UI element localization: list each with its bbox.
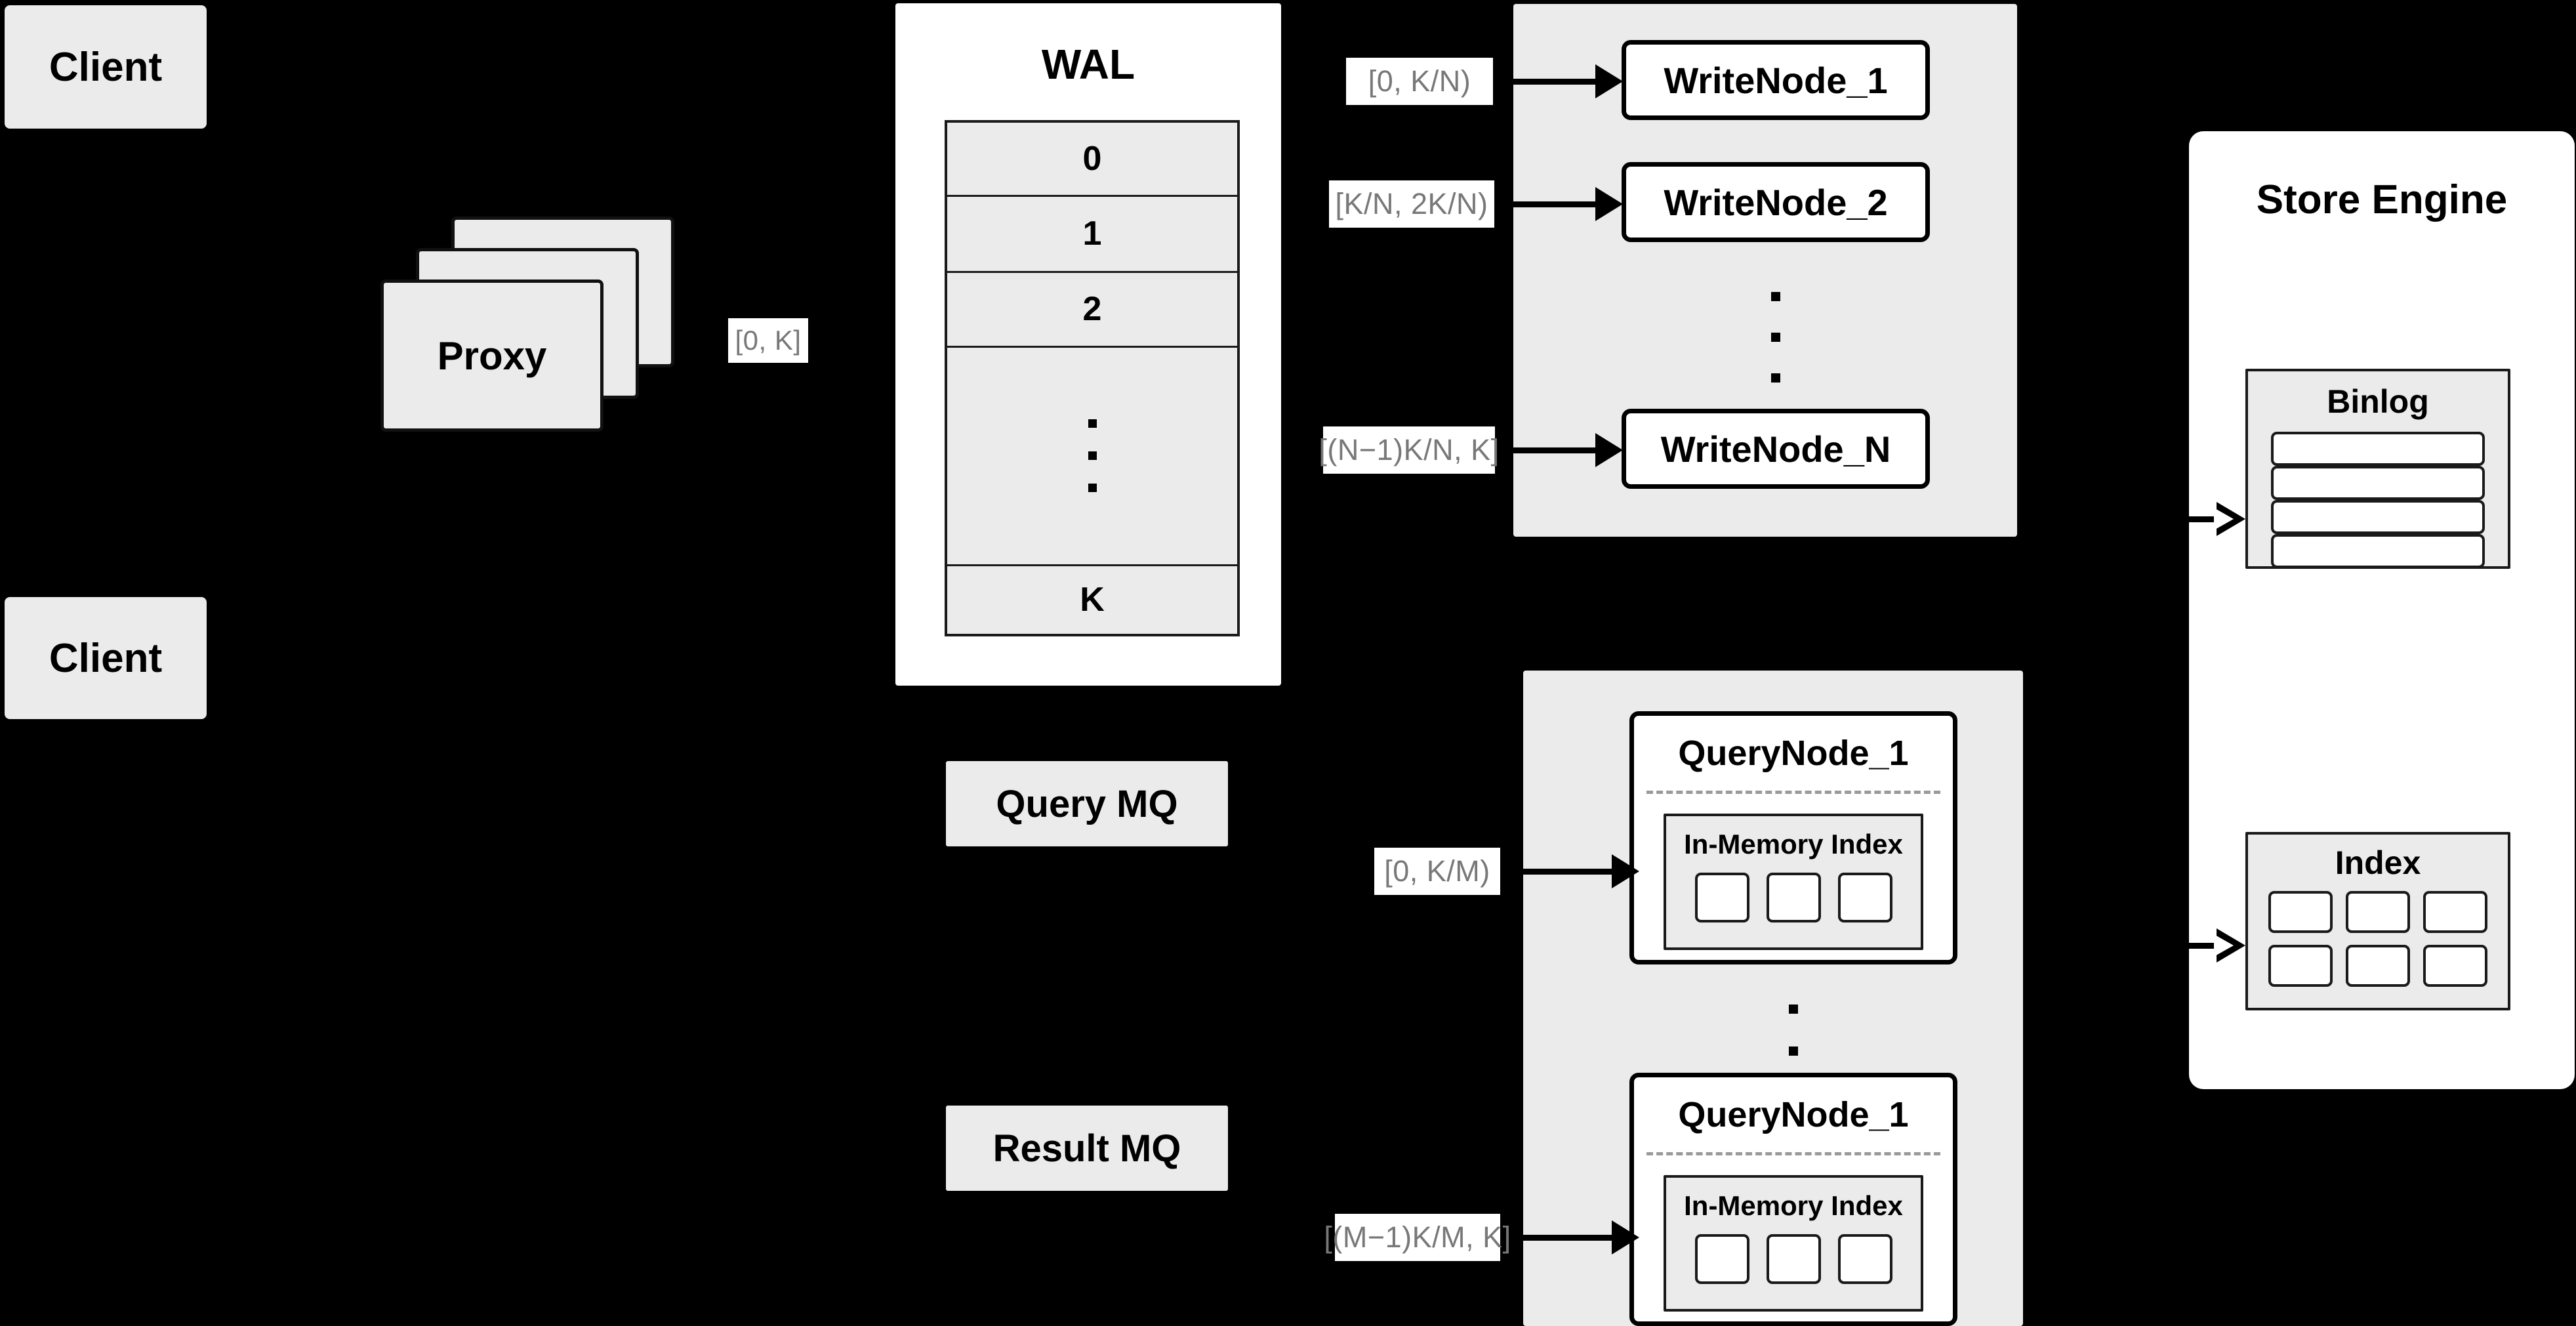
query-node-1-divider <box>1646 791 1940 794</box>
arrow-wal-to-writenode-1 <box>1513 64 1625 98</box>
binlog-panel: Binlog <box>2245 369 2510 569</box>
arrow-wal-to-writenode-n <box>1513 433 1625 467</box>
arrow-wal-to-writenode-2 <box>1513 187 1625 221</box>
arrow-into-binlog <box>2150 502 2248 536</box>
binlog-segment <box>2271 432 2485 466</box>
edge-label-proxy-to-wal-text: [0, K] <box>735 325 802 356</box>
edge-label-wal-to-writenode-1-text: [0, K/N) <box>1368 64 1471 98</box>
edge-label-wal-to-writenode-n: [(N−1)K/N, K] <box>1319 426 1499 474</box>
wal-row-1-label: 1 <box>1082 215 1102 253</box>
wal-row-k: K <box>947 566 1237 634</box>
store-engine-panel: Store Engine Binlog Index <box>2189 131 2575 1089</box>
index-slot <box>2423 945 2487 987</box>
binlog-segment <box>2271 466 2485 500</box>
store-engine-title: Store Engine <box>2189 172 2575 227</box>
query-node-m-divider <box>1646 1152 1940 1155</box>
edge-label-mq-to-querynode-m: [(M−1)K/M, K] <box>1324 1214 1511 1261</box>
proxy-stack[interactable]: Proxy <box>380 217 682 433</box>
proxy-label: Proxy <box>437 333 547 378</box>
query-node-m-index-label: In-Memory Index <box>1666 1178 1921 1234</box>
query-node-1-index-slot <box>1766 873 1821 922</box>
proxy-card-front[interactable]: Proxy <box>380 280 603 432</box>
client-node-1-label: Client <box>49 44 163 90</box>
query-node-m-index-slot <box>1766 1234 1821 1284</box>
wal-row-2-label: 2 <box>1082 290 1102 329</box>
query-node-m-title: QueryNode_1 <box>1634 1077 1953 1152</box>
arrow-mq-to-querynode-1 <box>1523 854 1641 888</box>
query-node-m-index-slot <box>1694 1234 1749 1284</box>
index-label-text: Index <box>2335 844 2421 881</box>
wal-row-2: 2 <box>947 273 1237 348</box>
index-slot <box>2346 945 2410 987</box>
arrow-into-index <box>2150 928 2248 963</box>
wal-row-0: 0 <box>947 123 1237 197</box>
write-node-2[interactable]: WriteNode_2 <box>1622 162 1930 242</box>
edge-label-wal-to-writenode-2-text: [K/N, 2K/N) <box>1335 187 1488 220</box>
store-engine-title-text: Store Engine <box>2256 176 2508 222</box>
query-node-1-in-memory-index: In-Memory Index <box>1664 814 1923 950</box>
edge-label-wal-to-writenode-1: [0, K/N) <box>1346 58 1493 105</box>
result-mq-node[interactable]: Result MQ <box>946 1106 1228 1191</box>
write-node-vertical-ellipsis-icon <box>1730 273 1822 401</box>
binlog-label: Binlog <box>2248 371 2508 432</box>
query-node-1-title: QueryNode_1 <box>1634 716 1953 791</box>
index-panel: Index <box>2245 832 2510 1010</box>
query-node-1-title-text: QueryNode_1 <box>1678 734 1909 773</box>
edge-label-mq-to-querynode-1: [0, K/M) <box>1374 848 1500 895</box>
wal-title-text: WAL <box>1041 41 1135 88</box>
query-node-1-index-label-text: In-Memory Index <box>1684 829 1903 860</box>
query-node-m[interactable]: QueryNode_1 In-Memory Index <box>1629 1073 1957 1326</box>
query-node-m-title-text: QueryNode_1 <box>1678 1095 1909 1134</box>
query-node-1-index-label: In-Memory Index <box>1666 816 1921 873</box>
index-slot <box>2268 945 2333 987</box>
wal-row-0-label: 0 <box>1082 140 1102 178</box>
client-node-2[interactable]: Client <box>5 597 207 719</box>
query-node-group-panel: QueryNode_1 In-Memory Index Qu <box>1523 671 2023 1326</box>
write-node-1-label: WriteNode_1 <box>1664 59 1888 101</box>
edge-label-proxy-to-wal: [0, K] <box>728 318 808 363</box>
index-slot <box>2423 891 2487 933</box>
binlog-segment <box>2271 534 2485 568</box>
write-node-n[interactable]: WriteNode_N <box>1622 409 1930 489</box>
wal-panel: WAL 0 1 2 K <box>895 3 1281 686</box>
index-label: Index <box>2248 835 2508 891</box>
wal-table: 0 1 2 K <box>945 120 1240 636</box>
binlog-segment <box>2271 500 2485 534</box>
wal-row-k-label: K <box>1080 581 1105 619</box>
query-node-m-index-label-text: In-Memory Index <box>1684 1190 1903 1221</box>
query-node-1[interactable]: QueryNode_1 In-Memory Index <box>1629 711 1957 964</box>
edge-label-wal-to-writenode-2: [K/N, 2K/N) <box>1329 180 1494 228</box>
query-node-m-in-memory-index: In-Memory Index <box>1664 1175 1923 1312</box>
client-node-2-label: Client <box>49 635 163 681</box>
edge-label-wal-to-writenode-n-text: [(N−1)K/N, K] <box>1319 433 1500 466</box>
result-mq-label: Result MQ <box>992 1127 1181 1170</box>
query-node-m-index-slot <box>1837 1234 1892 1284</box>
write-node-2-label: WriteNode_2 <box>1664 181 1888 223</box>
binlog-label-text: Binlog <box>2327 383 2429 420</box>
query-node-1-index-slot <box>1694 873 1749 922</box>
edge-label-mq-to-querynode-1-text: [0, K/M) <box>1384 854 1490 888</box>
arrow-mq-to-querynode-m <box>1523 1220 1641 1254</box>
index-slot <box>2346 891 2410 933</box>
write-node-1[interactable]: WriteNode_1 <box>1622 40 1930 120</box>
wal-row-ellipsis <box>947 348 1237 566</box>
index-slot <box>2268 891 2333 933</box>
wal-title: WAL <box>895 36 1281 93</box>
query-mq-label: Query MQ <box>996 782 1178 825</box>
query-node-1-index-slot <box>1837 873 1892 922</box>
write-node-n-label: WriteNode_N <box>1660 428 1891 470</box>
query-mq-node[interactable]: Query MQ <box>946 761 1228 846</box>
wal-vertical-ellipsis-icon <box>1088 407 1097 504</box>
client-node-1[interactable]: Client <box>5 5 207 129</box>
edge-label-mq-to-querynode-m-text: [(M−1)K/M, K] <box>1324 1220 1511 1254</box>
wal-row-1: 1 <box>947 197 1237 273</box>
